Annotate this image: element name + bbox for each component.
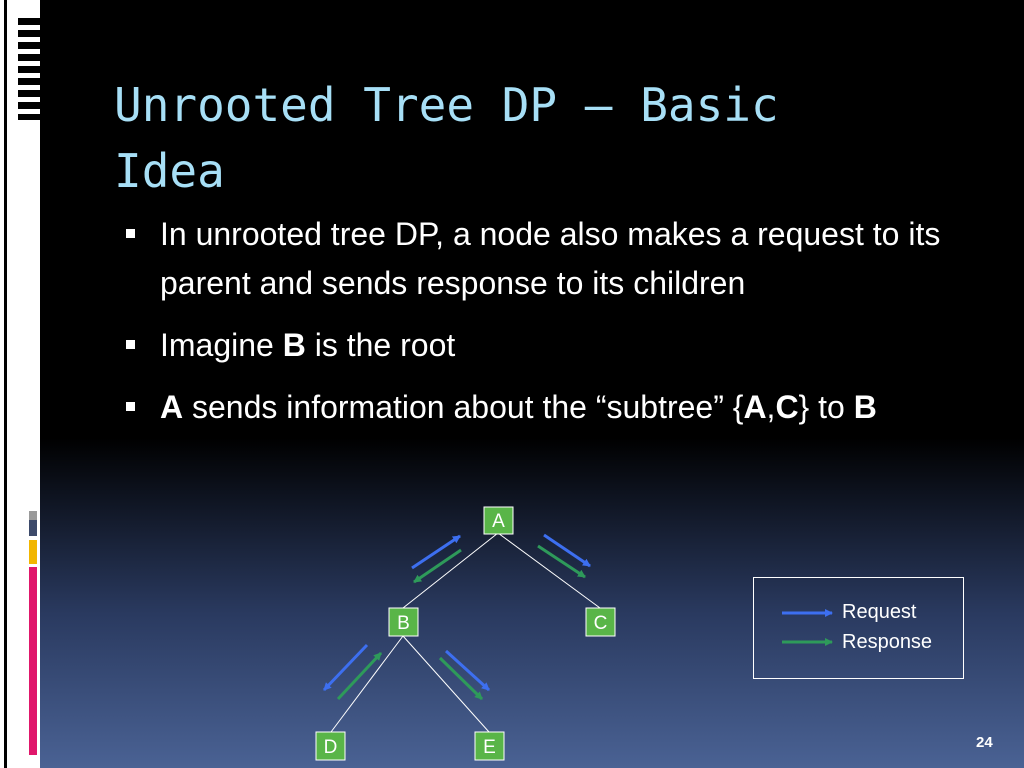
request-arrow-b-a xyxy=(411,534,461,570)
bullet-marker xyxy=(126,229,135,238)
tree-node-a: A xyxy=(483,506,514,535)
node-label-d: D xyxy=(324,737,338,758)
legend-arrows xyxy=(782,609,833,646)
node-label-c: C xyxy=(594,613,608,634)
bullet-list: In unrooted tree DP, a node also makes a… xyxy=(124,210,984,445)
bullet-text: Imagine B is the root xyxy=(160,327,456,363)
accent-pink xyxy=(29,567,37,755)
bold-text: A xyxy=(743,389,767,425)
page-number: 24 xyxy=(976,734,993,751)
tree-node-e: E xyxy=(474,731,505,761)
tree-node-b: B xyxy=(388,607,419,637)
legend-response-label: Response xyxy=(842,631,933,653)
bullet-item: Imagine B is the root xyxy=(124,321,984,370)
accent-gray xyxy=(29,511,37,520)
strip-line xyxy=(4,0,7,768)
bold-text: A xyxy=(160,389,184,425)
bullet-text: In unrooted tree DP, a node also makes a… xyxy=(160,216,941,301)
slide-title: Unrooted Tree DP – Basic Idea xyxy=(114,78,779,198)
bold-text: B xyxy=(853,389,877,425)
legend-request-label: Request xyxy=(842,601,917,623)
bullet-item: A sends information about the “subtree” … xyxy=(124,383,984,432)
tree-node-d: D xyxy=(315,731,346,761)
edge-a-b xyxy=(402,532,499,609)
accent-yellow xyxy=(29,540,37,564)
response-arrow-c-a xyxy=(537,544,586,579)
edge-b-d xyxy=(330,635,404,733)
request-arrow-b-d xyxy=(322,643,369,692)
request-arrow-a-c xyxy=(543,533,591,568)
response-arrow-e-b xyxy=(438,656,484,701)
bold-text: B xyxy=(282,327,306,363)
response-arrow-a-b xyxy=(413,548,462,584)
edge-a-c xyxy=(497,532,601,609)
legend-box: Request Response xyxy=(753,577,964,679)
left-accent-strip xyxy=(0,0,40,768)
edge-b-e xyxy=(402,635,490,733)
bullet-item: In unrooted tree DP, a node also makes a… xyxy=(124,210,984,308)
request-arrow-b-e xyxy=(444,649,491,692)
response-arrow-d-b xyxy=(336,651,383,701)
bold-text: C xyxy=(775,389,799,425)
node-label-e: E xyxy=(483,737,496,758)
decorative-bars xyxy=(18,18,40,120)
bullet-marker xyxy=(126,402,135,411)
bullet-text: A sends information about the “subtree” … xyxy=(160,389,877,425)
node-label-a: A xyxy=(492,511,505,532)
tree-node-c: C xyxy=(585,607,616,637)
bullet-marker xyxy=(126,340,135,349)
node-label-b: B xyxy=(397,613,410,634)
accent-navy xyxy=(29,520,37,536)
